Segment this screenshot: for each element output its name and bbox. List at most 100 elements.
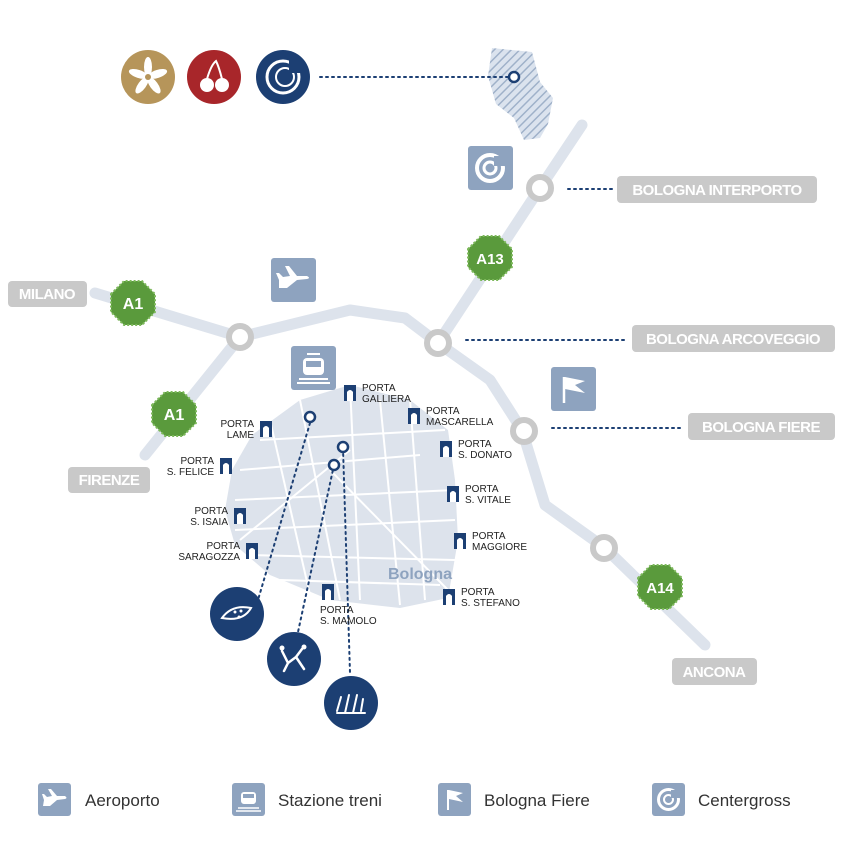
legend-centergross: Centergross <box>652 783 791 816</box>
city-streets <box>234 384 456 606</box>
porta-label-line: PORTA <box>206 541 240 552</box>
porta-label-line: PORTA <box>426 406 460 417</box>
poi-markers <box>303 70 521 472</box>
europe-stars-icon <box>210 587 264 641</box>
badge-a13: A13 <box>467 235 513 281</box>
junction-ancona <box>590 534 618 562</box>
label-firenze: FIRENZE <box>68 467 150 493</box>
badge-a14: A14 <box>637 564 683 610</box>
gate-icon <box>454 533 466 549</box>
road-firenze-bologna <box>139 331 246 461</box>
porta-label-line: PORTA <box>194 506 228 517</box>
interporto-area <box>488 48 553 140</box>
gate-icon <box>344 385 356 401</box>
legend-train: Stazione treni <box>232 783 382 816</box>
svg-text:BOLOGNA ARCOVEGGIO: BOLOGNA ARCOVEGGIO <box>646 331 821 348</box>
label-arcoveggio: BOLOGNA ARCOVEGGIO <box>632 325 835 352</box>
airport-icon <box>271 258 316 302</box>
porta-label-line: S. STEFANO <box>461 598 520 609</box>
gate-icon <box>246 543 258 559</box>
legend-airport-icon <box>38 783 71 816</box>
city-center: Bologna <box>225 384 458 608</box>
svg-text:A1: A1 <box>123 296 144 313</box>
badge-a1-north: A1 <box>110 280 156 326</box>
porta-label-line: PORTA <box>458 439 492 450</box>
svg-text:Centergross: Centergross <box>698 791 791 810</box>
junction-fiere <box>510 417 538 445</box>
road-a14 <box>432 337 711 651</box>
gate-icon <box>260 421 272 437</box>
centergross-icon <box>468 146 513 190</box>
gate-icon <box>322 584 334 600</box>
label-fiere: BOLOGNA FIERE <box>688 413 835 440</box>
crowd-icon <box>324 676 378 730</box>
legend-centergross-icon <box>652 783 685 816</box>
legend: Aeroporto Stazione treni Bologna Fiere <box>38 783 791 816</box>
poi-point-3 <box>327 458 341 472</box>
gate-icon <box>443 589 455 605</box>
svg-text:Aeroporto: Aeroporto <box>85 791 160 810</box>
cherry-logo-icon <box>187 50 241 104</box>
porta-label-line: MASCARELLA <box>426 417 494 428</box>
gate-icon <box>408 408 420 424</box>
map-icons <box>271 146 596 411</box>
gate-icon <box>447 486 459 502</box>
legend-fair: Bologna Fiere <box>438 783 590 816</box>
junctions <box>226 174 618 562</box>
porta-label-line: S. VITALE <box>465 495 511 506</box>
porta-label-line: MAGGIORE <box>472 542 527 553</box>
legend-fair-flag-icon <box>438 783 471 816</box>
dancers-icon <box>267 632 321 686</box>
gate-icon <box>220 458 232 474</box>
svg-text:Stazione treni: Stazione treni <box>278 791 382 810</box>
junction-milano <box>226 323 254 351</box>
flower-logo-icon <box>121 50 175 104</box>
junction-arcoveggio <box>424 329 452 357</box>
junction-interporto <box>526 174 554 202</box>
highway-badges: A1 A1 A13 A14 <box>110 235 683 610</box>
svg-text:BOLOGNA INTERPORTO: BOLOGNA INTERPORTO <box>632 182 802 199</box>
svg-text:ANCONA: ANCONA <box>683 664 746 681</box>
attraction-circles <box>210 587 378 730</box>
poi-point-2 <box>336 440 350 454</box>
fair-flag-icon <box>551 367 596 411</box>
brand-circles <box>121 50 310 104</box>
gate-icon <box>440 441 452 457</box>
label-ancona: ANCONA <box>672 658 757 685</box>
badge-a1-south: A1 <box>151 391 197 437</box>
porta-label-line: S. MAMOLO <box>320 616 377 627</box>
svg-text:MILANO: MILANO <box>19 286 76 303</box>
porta-label-line: LAME <box>227 430 255 441</box>
porta-label-line: SARAGOZZA <box>178 552 240 563</box>
svg-text:A14: A14 <box>646 580 674 597</box>
porta-label-line: GALLIERA <box>362 394 411 405</box>
destination-labels: MILANO FIRENZE BOLOGNA INTERPORTO BOLOGN… <box>8 176 835 685</box>
porta-label-line: PORTA <box>220 419 254 430</box>
legend-airport: Aeroporto <box>38 783 160 816</box>
poi-point-1 <box>303 410 317 424</box>
legend-train-icon <box>232 783 265 816</box>
porta-label-line: S. FELICE <box>167 467 215 478</box>
porta-label-line: PORTA <box>472 531 506 542</box>
porta-label-line: PORTA <box>465 484 499 495</box>
gate-icon <box>234 508 246 524</box>
label-interporto: BOLOGNA INTERPORTO <box>617 176 817 203</box>
svg-text:A13: A13 <box>476 251 504 268</box>
svg-text:Bologna Fiere: Bologna Fiere <box>484 791 590 810</box>
svg-text:A1: A1 <box>164 407 185 424</box>
porta-label-line: PORTA <box>461 587 495 598</box>
porta-label-line: S. ISAIA <box>190 517 228 528</box>
porta-label-line: PORTA <box>180 456 214 467</box>
centergross-logo-icon <box>256 50 310 104</box>
